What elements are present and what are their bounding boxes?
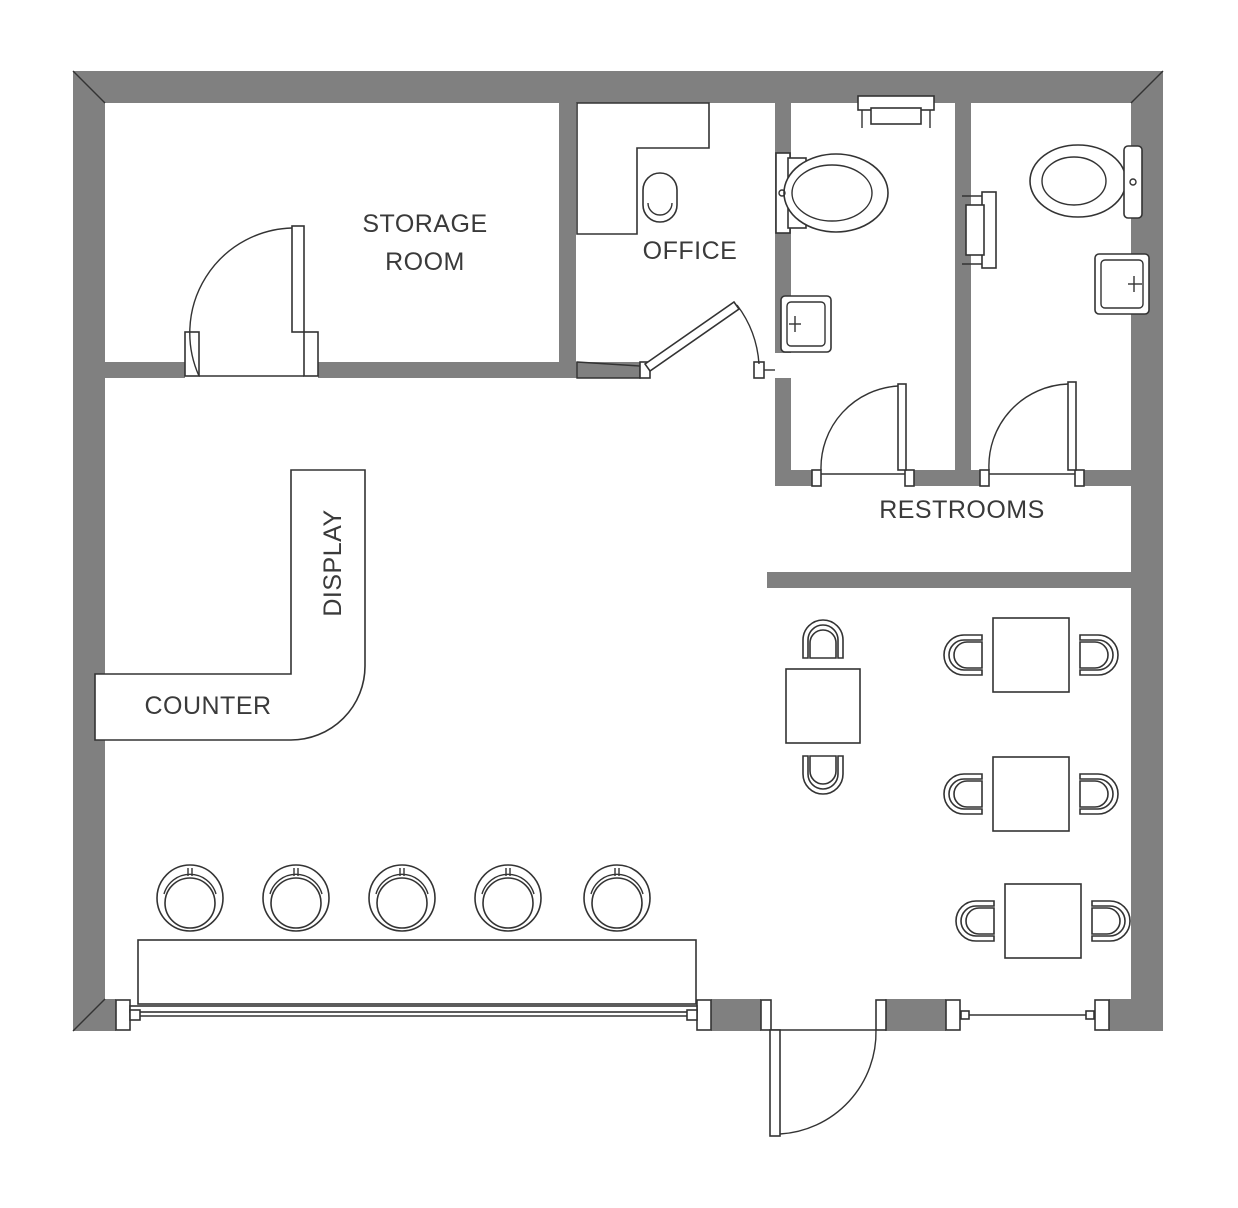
table [1004,883,1082,959]
wall-restroom-bottom-2 [913,470,982,486]
chair [943,634,983,676]
wall-restroom-divider [955,103,971,486]
walls [72,70,1164,1032]
storage-door[interactable] [184,225,319,377]
outer-wall-bottom-left [73,999,116,1031]
sink-1 [780,295,832,353]
restroom-2-door[interactable] [979,381,1085,487]
sink-2 [1094,253,1150,315]
chair [1079,634,1119,676]
wall-seating-top [767,572,1131,588]
table [992,756,1070,832]
restroom-1-fixtures [775,95,935,487]
bar-stool [368,864,436,932]
table [785,668,861,744]
table [992,617,1070,693]
outer-wall-bottom-right [1109,999,1163,1031]
wall-storage-bottom [105,362,185,378]
toilet-1 [775,152,889,234]
office-desk [576,102,710,235]
restroom-1-door[interactable] [811,383,915,487]
office-label: OFFICE [643,237,738,265]
chair [1091,900,1131,942]
chair [802,755,844,795]
bar-stool [583,864,651,932]
wall-fixture-top [857,95,935,128]
storage-room-label-line2: ROOM [385,248,465,276]
chair [802,619,844,659]
toilet-2 [1029,144,1143,219]
wall-office-right-lower [775,378,791,486]
chair [1079,773,1119,815]
bar-stools [156,864,651,932]
office-door[interactable] [576,300,775,379]
display-counter [94,469,366,741]
outer-wall-bottom-mid2 [885,999,946,1031]
outer-wall-bottom-mid [711,999,761,1031]
office-chair [642,172,678,223]
restroom-2-fixtures [962,144,1150,487]
front-window-left [115,999,712,1031]
wall-fixture-side [962,191,997,269]
chair [955,900,995,942]
bar-stool [474,864,542,932]
bar-counter [137,939,697,1005]
outer-wall-right [1131,71,1163,1031]
front-window-right [945,999,1110,1031]
bar-stool [156,864,224,932]
entrance-door[interactable] [760,999,887,1137]
display-label: DISPLAY [319,509,347,616]
outer-wall-left [73,71,105,1031]
chair [943,773,983,815]
restrooms-label: RESTROOMS [879,496,1045,524]
bar-stool [262,864,330,932]
wall-restroom-bottom-1 [775,470,813,486]
wall-storage-right [559,103,576,378]
wall-restroom-bottom-3 [1083,470,1131,486]
storage-room-label-line1: STORAGE [362,210,487,238]
dining-tables [785,617,1131,959]
counter-label: COUNTER [144,692,271,720]
outer-wall-top [73,71,1163,103]
wall-storage-bottom-2 [318,362,640,378]
